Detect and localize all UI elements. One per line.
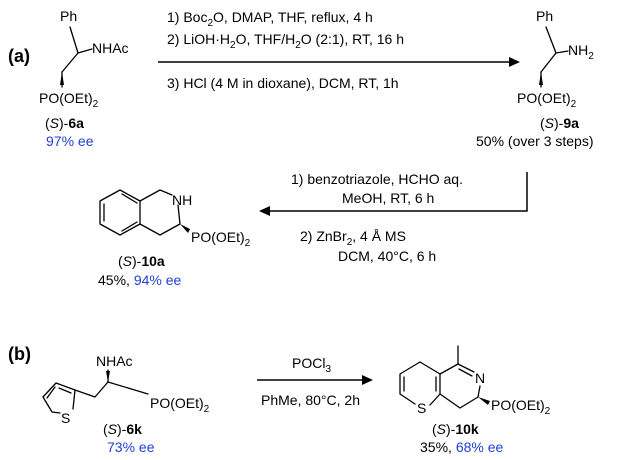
aromatic-bond (58, 387, 72, 394)
compound-10a-structure: NH PO(OEt)2 (99, 189, 251, 249)
bond-to-p (107, 381, 149, 395)
sulfur-label: S (417, 400, 426, 416)
thiophene-ring (399, 361, 421, 405)
phosphonate-label: PO(OEt)2 (150, 395, 210, 415)
ring-bond (439, 385, 481, 409)
nitrogen-label: N (475, 370, 485, 386)
phosphonate-label: PO(OEt)2 (39, 90, 99, 110)
imine-bond (457, 363, 475, 373)
arrowhead-1 (509, 57, 520, 67)
ring-bond (439, 363, 459, 375)
compound-10a-yield: 45%, 94% ee (98, 272, 182, 288)
ring-bond (139, 204, 181, 236)
condition-3-2: PhMe, 80°C, 2h (261, 392, 360, 408)
compound-6a-name: (S)-6a (45, 115, 84, 131)
compound-10k-structure: S N PO(OEt)2 (399, 345, 551, 417)
compound-6a-structure: Ph NHAc PO(OEt)2 (39, 8, 129, 110)
bond-skeleton (540, 26, 557, 73)
compound-6k-ee: 73% ee (107, 439, 155, 455)
imine-bond (458, 368, 473, 377)
reaction-arrow-2 (267, 172, 528, 212)
bond-to-n (555, 50, 569, 54)
compound-6k-name: (S)-6k (103, 421, 142, 437)
benzene-ring (99, 189, 141, 236)
wedge-bond (106, 371, 110, 382)
bond-skeleton (61, 26, 79, 73)
aromatic-bond (121, 221, 138, 232)
compound-6k-structure: S NHAc PO(OEt)2 (42, 353, 210, 426)
compound-10a-name: (S)-10a (118, 253, 165, 269)
phosphonate-label: PO(OEt)2 (191, 229, 251, 249)
nhac-label: NHAc (92, 40, 129, 56)
compound-10k-name: (S)-10k (432, 421, 479, 437)
aromatic-bond (46, 386, 56, 399)
thiophene-ring (72, 389, 76, 410)
condition-2-3: 2) ZnBr2, 4 Å MS (300, 228, 406, 248)
thiophene-ring (42, 382, 76, 414)
wedge-bond (539, 72, 543, 85)
sulfur-label: S (61, 410, 70, 426)
condition-1-2: 2) LiOH·H2O, THF/H2O (2:1), RT, 16 h (167, 31, 404, 51)
arrowhead-2 (259, 206, 270, 216)
phenyl-label: Ph (60, 8, 77, 24)
thiophene-ring (419, 361, 441, 406)
nhac-label: NHAc (96, 353, 133, 369)
condition-2-2: MeOH, RT, 6 h (342, 190, 434, 206)
panel-a-label: (a) (8, 46, 30, 66)
side-chain (74, 381, 109, 398)
compound-9a-name: (S)-9a (540, 115, 579, 131)
phenyl-label: Ph (536, 8, 553, 24)
ring-bond (139, 189, 173, 202)
condition-2-1: 1) benzotriazole, HCHO aq. (291, 171, 463, 187)
compound-6a-ee: 97% ee (46, 133, 94, 149)
compound-10k-yield: 35%, 68% ee (420, 439, 504, 455)
nh-label: NH (172, 192, 192, 208)
wedge-bond (180, 224, 190, 233)
amine-label: NH2 (568, 42, 594, 62)
condition-3-1: POCl3 (292, 355, 331, 375)
wedge-bond (478, 397, 490, 405)
arrowhead-3 (362, 375, 373, 385)
bond-to-n (77, 48, 93, 54)
phosphonate-label: PO(OEt)2 (517, 90, 577, 110)
condition-2-4: DCM, 40°C, 6 h (338, 248, 436, 264)
wedge-bond (60, 72, 64, 85)
compound-9a-yield: 50% (over 3 steps) (476, 133, 594, 149)
aromatic-bond (121, 193, 138, 204)
condition-1-3: 3) HCl (4 M in dioxane), DCM, RT, 1h (167, 75, 399, 91)
compound-9a-structure: Ph NH2 PO(OEt)2 (517, 8, 594, 110)
panel-b-label: (b) (8, 344, 31, 364)
condition-1-1: 1) Boc2O, DMAP, THF, reflux, 4 h (167, 9, 373, 29)
phosphonate-label: PO(OEt)2 (491, 397, 551, 417)
